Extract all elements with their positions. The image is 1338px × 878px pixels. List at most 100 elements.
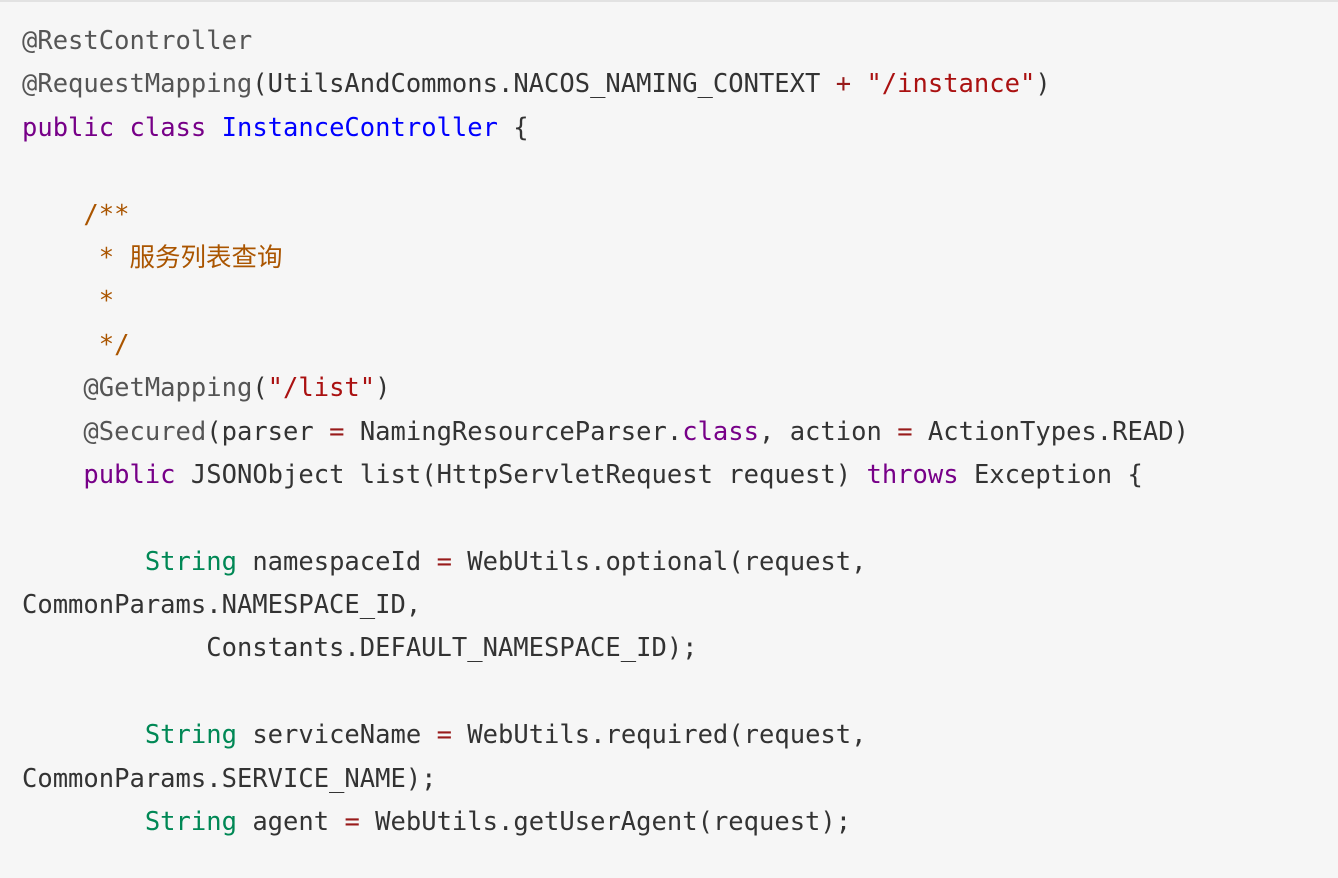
code-token-plain (237, 807, 252, 837)
code-token-keyword: class (129, 112, 207, 143)
code-token-plain (22, 200, 83, 230)
code-token-var: Exception (973, 459, 1113, 490)
code-token-string: "/instance" (866, 69, 1036, 100)
code-token-var: required (605, 720, 729, 751)
code-token-punct: , (851, 546, 867, 577)
code-line: @RestController (22, 20, 1189, 63)
code-line: @Secured(parser = NamingResourceParser.c… (22, 411, 1189, 454)
code-line: * 服务列表查询 (22, 237, 1189, 280)
code-token-comment: */ (22, 329, 130, 360)
code-token-plain: { (497, 112, 529, 143)
code-token-var: SERVICE_NAME (221, 763, 406, 794)
code-token-plain (452, 720, 467, 750)
code-line: * (22, 280, 1189, 323)
code-token-punct: . (666, 416, 683, 447)
code-token-var: JSONObject (190, 459, 345, 490)
code-token-plain (176, 460, 191, 490)
code-token-punct: ) (1173, 416, 1189, 447)
code-token-plain (329, 807, 344, 837)
code-line: CommonParams.SERVICE_NAME); (22, 758, 1189, 801)
code-token-op: = (329, 416, 345, 447)
code-token-punct: , (405, 590, 422, 621)
code-token-var: getUserAgent (513, 807, 698, 838)
code-line: Constants.DEFAULT_NAMESPACE_ID); (22, 627, 1189, 670)
code-token-var: optional (605, 546, 729, 577)
code-token-op: = (344, 807, 360, 838)
code-token-op: + (835, 69, 852, 100)
code-token-plain (713, 460, 728, 490)
code-token-punct: ) (1035, 69, 1051, 100)
code-token-def: InstanceController (221, 112, 498, 143)
code-token-keyword: public (22, 112, 115, 143)
code-token-var: NACOS_NAMING_CONTEXT (513, 69, 821, 100)
code-token-punct: . (590, 546, 606, 577)
code-token-var: agent (252, 807, 330, 838)
code-token-punct: ( (421, 459, 437, 490)
code-token-punct: , (851, 720, 867, 751)
code-line: /** (22, 194, 1189, 237)
code-line: */ (22, 324, 1189, 367)
code-token-var: serviceName (252, 720, 422, 751)
code-token-punct: ( (728, 546, 744, 577)
code-line (22, 497, 1189, 540)
code-token-punct: ) (375, 373, 391, 404)
code-token-punct: , (758, 416, 790, 447)
code-token-punct: ( (252, 373, 268, 404)
code-token-comment: * 服务列表查询 (22, 242, 283, 273)
code-token-plain (421, 720, 436, 750)
code-token-var: list (359, 459, 422, 490)
code-line: CommonParams.NAMESPACE_ID, (22, 584, 1189, 627)
code-token-type: String (144, 546, 237, 577)
code-token-plain (913, 417, 928, 447)
code-token-var: request (712, 807, 821, 838)
code-token-plain (22, 807, 145, 837)
code-token-var: Constants (206, 633, 345, 664)
code-token-var: request (743, 720, 852, 751)
code-token-var: NamingResourceParser (359, 416, 667, 447)
code-token-punct: . (497, 69, 514, 100)
code-token-op: = (436, 720, 452, 751)
code-token-var: request (743, 546, 852, 577)
code-token-punct: . (206, 763, 222, 794)
code-token-plain (344, 460, 359, 490)
code-token-plain (882, 417, 897, 447)
code-token-op: = (436, 546, 452, 577)
code-token-var: WebUtils (375, 807, 498, 838)
code-token-punct: ) (835, 459, 867, 490)
code-token-plain (22, 417, 83, 447)
code-token-keyword: public (83, 459, 176, 490)
code-token-punct: . (497, 807, 514, 838)
code-listing[interactable]: @RestController@RequestMapping(UtilsAndC… (22, 20, 1189, 844)
code-token-plain (851, 69, 866, 99)
code-token-punct: . (206, 590, 222, 621)
code-token-keyword: throws (866, 459, 959, 490)
code-token-plain (237, 720, 252, 750)
code-token-plain (452, 547, 467, 577)
code-token-type: String (144, 720, 237, 751)
code-token-punct: . (344, 633, 360, 664)
code-token-punct: ( (206, 416, 222, 447)
code-token-punct: ); (405, 763, 437, 794)
code-token-plain: { (1112, 459, 1143, 490)
code-token-var: READ (1112, 416, 1174, 447)
code-token-var: UtilsAndCommons (267, 69, 498, 100)
code-token-plain (22, 720, 145, 750)
code-token-plain (22, 547, 145, 577)
code-token-plain (344, 417, 359, 447)
code-token-punct: ); (820, 807, 852, 838)
code-token-type: String (144, 807, 237, 838)
code-token-comment: * (22, 286, 115, 317)
code-token-var: CommonParams (22, 590, 207, 621)
code-token-keyword: class (682, 416, 759, 447)
code-line (22, 150, 1189, 193)
code-token-plain (114, 113, 129, 143)
code-token-op: = (897, 416, 913, 447)
code-token-string: "/list" (267, 373, 376, 404)
code-token-var: ActionTypes (927, 416, 1097, 447)
code-token-plain (237, 547, 252, 577)
code-line: String namespaceId = WebUtils.optional(r… (22, 541, 1189, 584)
code-token-punct: ( (252, 69, 268, 100)
code-token-plain (820, 69, 835, 99)
code-token-punct: . (1096, 416, 1113, 447)
